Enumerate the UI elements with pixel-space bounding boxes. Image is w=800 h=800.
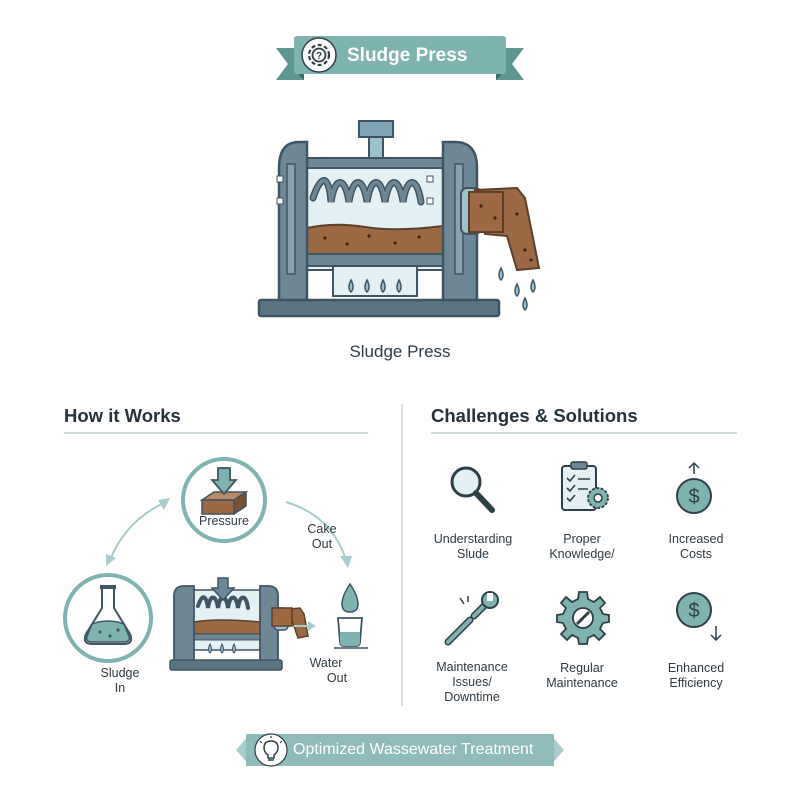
how-it-works-title: How it Works bbox=[64, 405, 181, 426]
hero-caption: Sludge Press bbox=[349, 342, 451, 361]
broken-wrench-icon bbox=[440, 590, 500, 650]
sludge-in-icon bbox=[62, 572, 154, 664]
challenge-label: Proper Knowledge/ bbox=[549, 532, 615, 561]
magnifier-icon bbox=[446, 462, 498, 518]
dollar-down-icon: $ bbox=[672, 586, 724, 644]
header-title: Sludge Press bbox=[347, 45, 468, 66]
svg-text:?: ? bbox=[316, 51, 322, 62]
small-press-illustration bbox=[168, 574, 318, 674]
header-banner bbox=[276, 30, 524, 84]
challenge-label: Regular Maintenance bbox=[546, 661, 618, 690]
challenge-label: Understarding Slude bbox=[433, 532, 513, 561]
gear-wrench-icon bbox=[555, 590, 611, 646]
header-icon: ? bbox=[301, 37, 337, 73]
challenge-label: Increased Costs bbox=[668, 532, 724, 561]
pressure-step-icon bbox=[180, 456, 268, 544]
lightbulb-icon bbox=[254, 733, 288, 767]
cake-out-label: Cake Out bbox=[307, 522, 337, 551]
footer-title: Optimized Wassewater Treatment bbox=[293, 741, 534, 758]
challenge-label: Maintenance Issues/ Downtime bbox=[436, 660, 508, 704]
challenges-title: Challenges & Solutions bbox=[431, 405, 638, 426]
section-divider bbox=[401, 404, 403, 706]
challenge-label: Enhanced Efficiency bbox=[667, 661, 725, 690]
sludge-in-label: Sludge In bbox=[100, 666, 140, 695]
cycle-arrows bbox=[96, 490, 366, 590]
dollar-up-icon: $ bbox=[672, 460, 716, 518]
sludge-press-illustration bbox=[255, 118, 555, 318]
clipboard-checklist-icon bbox=[558, 460, 614, 518]
water-beaker-icon bbox=[330, 580, 370, 650]
svg-text:$: $ bbox=[688, 600, 699, 622]
how-it-works-divider bbox=[64, 432, 368, 434]
pressure-label: Pressure bbox=[198, 514, 250, 528]
water-out-label: Water Out bbox=[309, 656, 348, 685]
footer-banner bbox=[236, 730, 564, 770]
challenges-divider bbox=[431, 432, 737, 434]
svg-text:$: $ bbox=[688, 486, 699, 508]
